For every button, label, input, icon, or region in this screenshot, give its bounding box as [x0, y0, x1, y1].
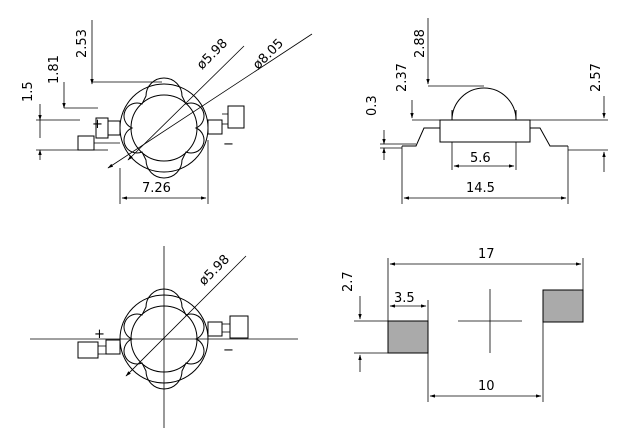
- bottom-view-star-led: + − ø5.98: [30, 246, 298, 428]
- polarity-plus: +: [92, 117, 103, 132]
- right-lead: [207, 105, 245, 135]
- dim-2-53: 2.53: [75, 29, 90, 58]
- dim-14-5: 14.5: [466, 181, 495, 196]
- led-body-outline: [123, 77, 205, 179]
- polarity-plus-bottom: +: [94, 327, 105, 342]
- dim-0-3: 0.3: [365, 95, 380, 116]
- dim-2-7: 2.7: [341, 271, 356, 292]
- footprint-view: 17 3.5 2.7 10: [341, 247, 584, 402]
- dim-7-26: 7.26: [142, 181, 171, 196]
- dim-d5-98-bottom: ø5.98: [196, 252, 233, 289]
- side-left-lead: [402, 127, 440, 147]
- polarity-minus: −: [223, 137, 234, 152]
- right-pad: [542, 289, 584, 323]
- dim-2-57: 2.57: [589, 63, 604, 92]
- package-body: [439, 119, 531, 143]
- top-view-star-led: + − 2.53 1.81 1.5 ø5.98 ø8.05 7.26: [21, 20, 313, 204]
- side-view: 5.6 14.5 2.88 2.37 0.3 2.57: [365, 18, 608, 204]
- dim-5-6: 5.6: [470, 151, 491, 166]
- led-body-outline-bottom: [123, 288, 205, 390]
- dim-2-37: 2.37: [395, 63, 410, 92]
- dim-10: 10: [478, 379, 495, 394]
- lens-dome: [451, 87, 517, 121]
- left-lead: [77, 117, 121, 151]
- left-pad: [387, 320, 429, 354]
- dim-2-88: 2.88: [413, 29, 428, 58]
- dim-1-81: 1.81: [47, 55, 62, 84]
- lens-circle: [130, 94, 198, 162]
- polarity-minus-bottom: −: [223, 343, 234, 358]
- side-right-lead: [530, 127, 568, 147]
- dim-1-5: 1.5: [21, 81, 36, 102]
- dim-d5-98: ø5.98: [194, 36, 231, 73]
- dim-17: 17: [478, 247, 495, 262]
- dim-3-5: 3.5: [394, 291, 415, 306]
